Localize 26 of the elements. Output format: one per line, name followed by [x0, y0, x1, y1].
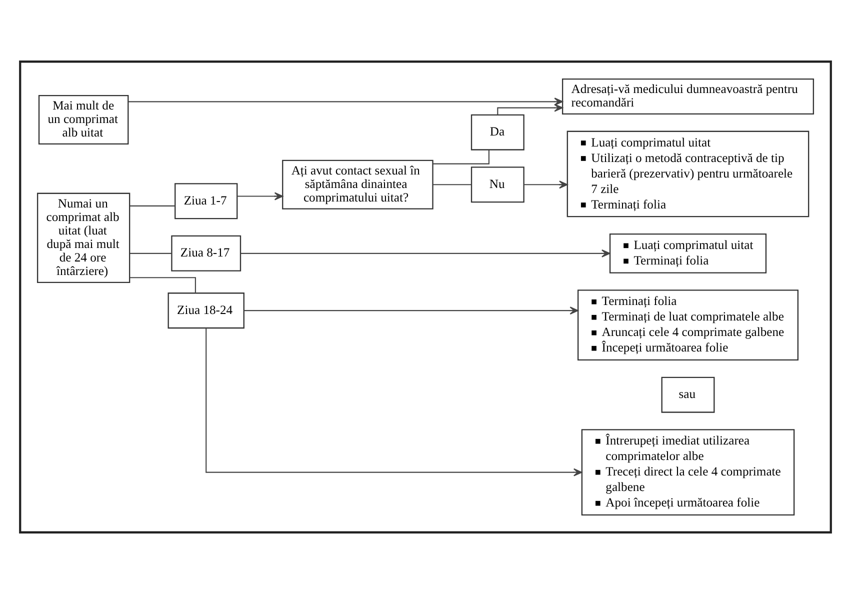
node-box: Ați avut contact sexual în săptămâna dinaintea comprimatului uitat?: [282, 159, 434, 209]
node-box: Terminați folia Terminați de luat comprimatele albe Aruncați cele 4 comprimate galbene Începeți următoarea folie: [577, 289, 799, 360]
cluster: [19, 60, 832, 533]
connector: [433, 184, 472, 185]
arrow: [240, 248, 610, 257]
node-box: Luați comprimatul uitat Terminați folia: [609, 232, 767, 273]
node-box: Mai mult de un comprimat alb uitat: [38, 94, 129, 144]
node-box: Adresați-vă medicului dumneavoastră pentru recomandări: [562, 78, 814, 114]
node-box: Ziua 18-24: [168, 292, 244, 328]
node-box: Luați comprimatul uitat Utilizați o metodă contraceptivă de tip barieră (prezervativ) pentru următoarele 7 zile Terminați folia: [566, 130, 810, 217]
arrow: [497, 103, 563, 114]
node-box: Ziua 1-7: [174, 182, 238, 219]
node-box: Nu: [470, 166, 524, 202]
arrow: [524, 180, 568, 188]
arrow: [206, 328, 582, 476]
node-box: sau: [661, 376, 715, 412]
node-box: Numai un comprimat alb uitat (luat după mai mult de 24 ore întârziere): [36, 192, 130, 283]
node-box: Ziua 8-17: [171, 234, 242, 271]
node-box: Da: [470, 114, 524, 150]
connector: [130, 252, 172, 254]
node-box: Întrerupeți imediat utilizarea comprimatelor albe Treceți direct la cele 4 comprimate galbene Apoi începeți următoarea folie: [581, 428, 795, 516]
connector: [130, 204, 175, 206]
arrow: [237, 192, 284, 200]
connector: [130, 276, 196, 292]
arrow: [128, 97, 563, 106]
arrow: [244, 306, 578, 314]
